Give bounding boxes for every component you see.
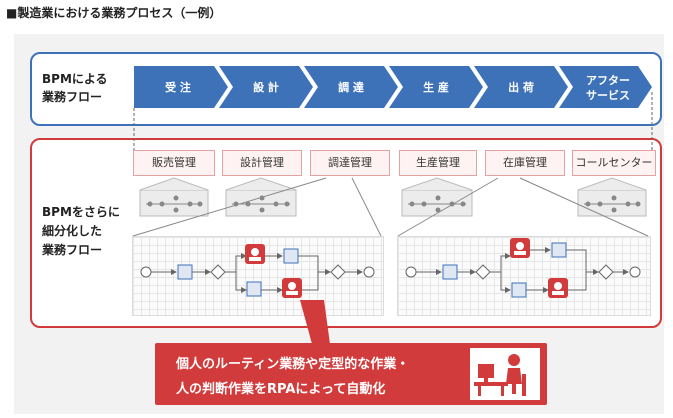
mini-flow-production [401,177,473,217]
zoom-line [519,177,649,237]
callout-line2: 人の判断作業をRPAによって自動化 [176,382,386,397]
detailed-flow-label: BPMをさらに 細分化した 業務フロー [42,203,120,260]
page-title: ■製造業における業務プロセス（一例） [6,6,222,20]
department-sales-management: 販売管理 [133,150,215,176]
detailed-flow-label-line3: 業務フロー [42,243,103,257]
stage-label: 受 注 [165,80,191,94]
person-icon [551,242,567,258]
zoom-line [132,177,327,237]
detail-flow-left [140,244,375,298]
person-icon [442,264,458,280]
stage-label: 調 達 [338,80,364,94]
stage-after-service: アフター サービス [559,66,652,108]
person-icon [246,281,262,297]
department-inventory-management: 在庫管理 [485,150,565,176]
stage-receive-order: 受 注 [134,66,228,108]
department-call-center: コールセンター [572,150,656,176]
zoom-line [397,177,499,237]
stage-label-line1: アフター [586,74,630,87]
department-design-management: 設計管理 [222,150,302,176]
stage-production: 生 産 [389,66,483,108]
callout-pointer [300,300,330,344]
person-icon [283,248,299,264]
worker-at-desk-icon [470,348,540,400]
mini-flow-design [225,177,297,217]
stage-label: 設 計 [253,80,279,94]
detailed-flow-label-line1: BPMをさらに [42,205,120,219]
bpm-flow-label: BPMによる 業務フロー [42,70,108,106]
stage-label: 生 産 [423,80,449,94]
stage-procurement: 調 達 [304,66,398,108]
mini-flow-sales [139,177,209,217]
bpm-flow-label-line2: 業務フロー [42,90,103,104]
bpm-flow-label-line1: BPMによる [42,72,108,86]
person-icon [511,282,527,298]
stage-label-line2: サービス [586,88,630,102]
stage-label: 出 荷 [508,80,534,94]
mini-flow-callcenter [577,177,647,217]
callout-line1: 個人のルーティン業務や定型的な作業・ [176,357,410,372]
stage-shipping: 出 荷 [474,66,568,108]
zoom-line [351,177,382,237]
detailed-flow-label-line2: 細分化した [42,224,103,238]
department-production-management: 生産管理 [399,150,477,176]
detail-flow-right [405,238,641,298]
stage-design: 設 計 [219,66,313,108]
person-icon [177,264,193,280]
department-procurement-management: 調達管理 [310,150,390,176]
